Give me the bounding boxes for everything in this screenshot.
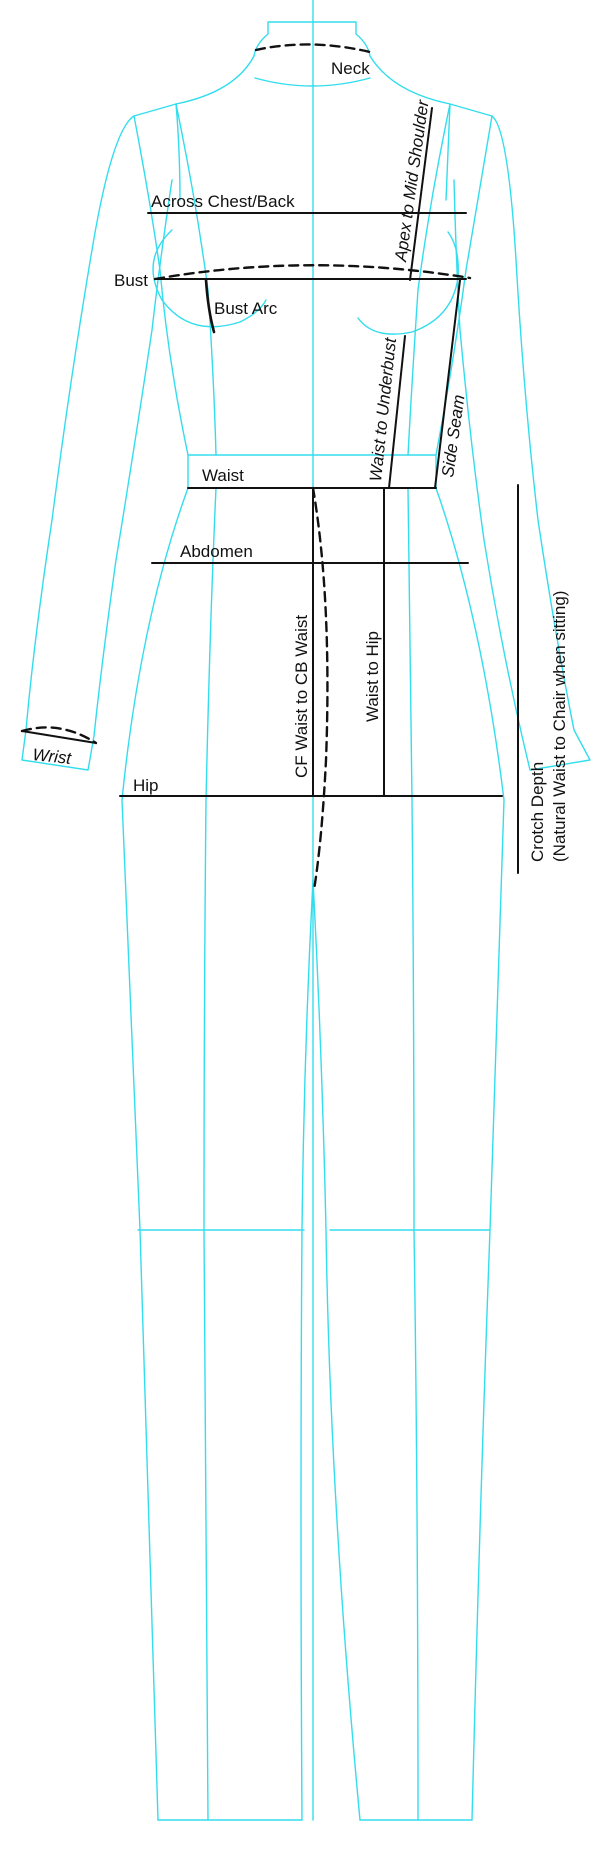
right-leg-outer [435, 487, 505, 1821]
bust-curve-right [357, 231, 459, 335]
label-wrist: Wrist [32, 745, 74, 768]
wrist-dashed-arc [20, 726, 98, 745]
shoulder-outline [133, 55, 493, 117]
neck-outline [253, 21, 371, 87]
left-leg-inner [300, 879, 314, 1821]
croquis-outline [21, 0, 591, 1821]
label-waist: Waist [202, 466, 244, 485]
label-across-chest-back: Across Chest/Back [151, 192, 295, 211]
label-hip: Hip [133, 776, 159, 795]
right-arm-seam [445, 103, 451, 201]
label-bust-arc: Bust Arc [214, 299, 278, 318]
apex-to-mid-shoulder-line [409, 107, 433, 281]
bust-arc-curve [204, 278, 216, 334]
left-leg-outer [121, 487, 189, 1821]
label-abdomen: Abdomen [180, 542, 253, 561]
label-apex-to-mid-shoulder: Apex to Mid Shoulder [391, 98, 433, 264]
left-leg-crease [203, 487, 217, 1821]
measurement-lines [20, 43, 519, 892]
label-crotch-depth-note: (Natural Waist to Chair when sitting) [550, 591, 569, 862]
right-leg-inner [312, 879, 361, 1821]
left-arm-seam [175, 103, 181, 201]
side-seam-line [434, 279, 461, 489]
bust-curve-left [152, 229, 267, 328]
left-arm-outline [21, 115, 173, 771]
label-cf-waist-to-cb-waist: CF Waist to CB Waist [292, 615, 311, 778]
wrist-line [21, 730, 97, 744]
right-leg-crease [407, 487, 419, 1821]
bust-dashed-arc [153, 264, 472, 281]
label-bust: Bust [114, 271, 148, 290]
cf-to-cb-dashed-curve [311, 486, 329, 892]
torso-left-side [133, 115, 189, 456]
label-crotch-depth: Crotch Depth [528, 762, 547, 862]
label-waist-to-hip: Waist to Hip [363, 631, 382, 722]
waist-to-underbust-line [388, 335, 406, 489]
measurement-labels: Neck Apex to Mid Shoulder Across Chest/B… [32, 59, 569, 862]
label-side-seam: Side Seam [438, 394, 468, 479]
right-arm-outline [453, 115, 591, 771]
princess-line-right [407, 103, 451, 456]
label-waist-to-underbust: Waist to Underbust [366, 336, 400, 483]
label-neck: Neck [331, 59, 370, 78]
